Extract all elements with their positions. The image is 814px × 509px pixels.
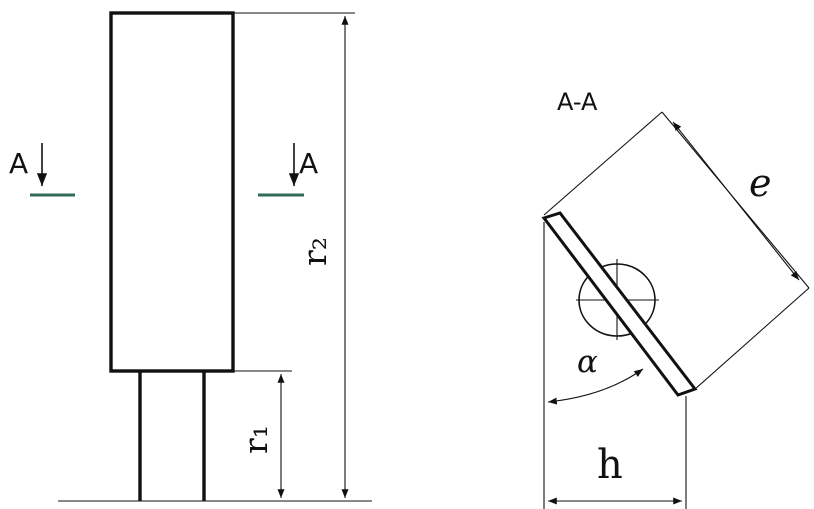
section-view-title: A-A <box>557 88 598 116</box>
alpha-angle-arc <box>547 368 644 405</box>
alpha-angle-label: α <box>577 344 598 380</box>
r2-dimension-label: r₂ <box>295 237 334 266</box>
section-marker-left: A <box>9 143 75 197</box>
rotated-square-bottom-edge <box>693 287 810 391</box>
e-dimension-label: e <box>749 161 772 205</box>
e-dimension-line <box>672 121 800 281</box>
slanted-plate <box>541 211 698 397</box>
h-dimension-label: h <box>597 442 623 488</box>
rotated-square-top-edge <box>543 111 663 216</box>
left-view: r₂ r₁ A A <box>9 11 372 502</box>
section-view-a-a: A-A e α h <box>541 88 810 509</box>
r1-dimension-label: r₁ <box>236 425 275 454</box>
section-marker-right: A <box>258 143 318 197</box>
section-label-right: A <box>299 147 318 180</box>
section-label-left: A <box>9 147 28 180</box>
main-body-rectangle <box>109 11 235 373</box>
